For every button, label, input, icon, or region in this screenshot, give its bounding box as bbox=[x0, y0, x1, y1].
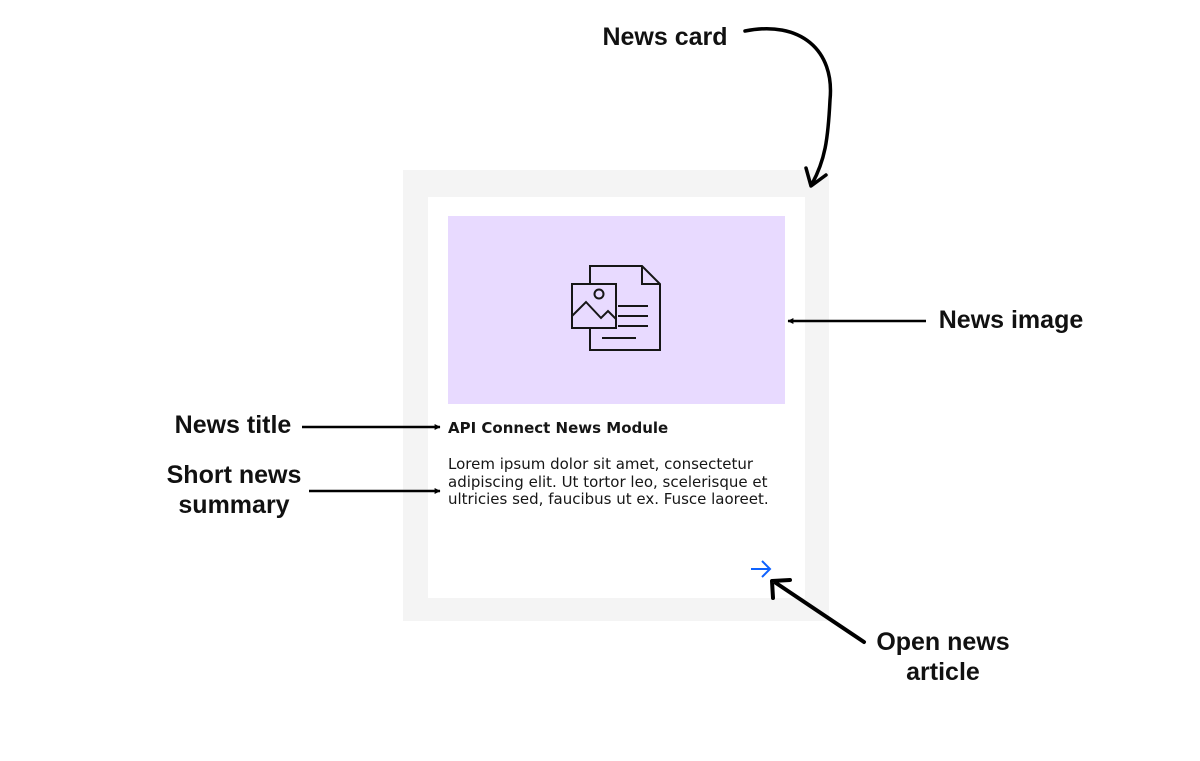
arrow-right-icon[interactable] bbox=[749, 559, 773, 579]
news-document-icon bbox=[571, 265, 661, 351]
news-image bbox=[448, 216, 785, 404]
news-card-frame: API Connect News Module Lorem ipsum dolo… bbox=[403, 170, 829, 621]
annotation-news-title: News title bbox=[174, 411, 292, 439]
news-card-arrowhead bbox=[804, 166, 828, 188]
annotation-news-card: News card bbox=[602, 23, 728, 51]
news-card-arrow bbox=[743, 27, 833, 186]
annotation-news-image: News image bbox=[938, 306, 1084, 334]
annotation-short-news-summary: Short news summary bbox=[166, 461, 302, 519]
open-article-arrowhead bbox=[770, 578, 792, 600]
open-article-arrow bbox=[774, 581, 866, 644]
news-card[interactable]: API Connect News Module Lorem ipsum dolo… bbox=[428, 197, 805, 598]
annotation-open-news-article: Open news article bbox=[876, 628, 1010, 686]
news-title: API Connect News Module bbox=[448, 419, 669, 437]
news-summary: Lorem ipsum dolor sit amet, consectetur … bbox=[448, 455, 769, 508]
